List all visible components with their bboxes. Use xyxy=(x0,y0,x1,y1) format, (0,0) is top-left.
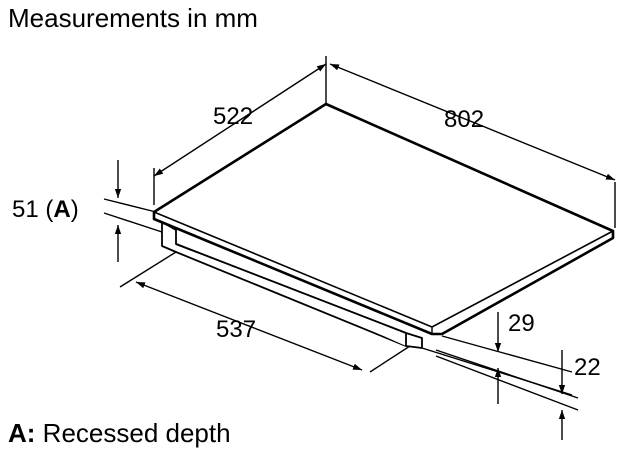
label-recessed-marker: A xyxy=(53,196,70,223)
legend-key: A: xyxy=(8,418,36,448)
label-cutout: 537 xyxy=(216,316,256,343)
dimension-lines xyxy=(114,63,616,440)
label-recessed-value: 51 xyxy=(12,196,39,223)
dimension-line-width xyxy=(329,63,616,181)
hob-glass-top xyxy=(152,102,615,336)
label-width: 802 xyxy=(444,106,484,133)
legend: A: Recessed depth xyxy=(8,418,231,449)
legend-text: Recessed depth xyxy=(35,418,231,448)
label-height-panel: 22 xyxy=(574,354,601,381)
label-depth: 522 xyxy=(213,103,253,130)
dimension-line-depth xyxy=(153,63,327,177)
label-recessed: 51 (A) xyxy=(12,196,79,223)
dimension-line-cutout xyxy=(135,281,363,371)
label-height-body: 29 xyxy=(508,310,535,337)
diagram-title: Measurements in mm xyxy=(8,3,258,33)
